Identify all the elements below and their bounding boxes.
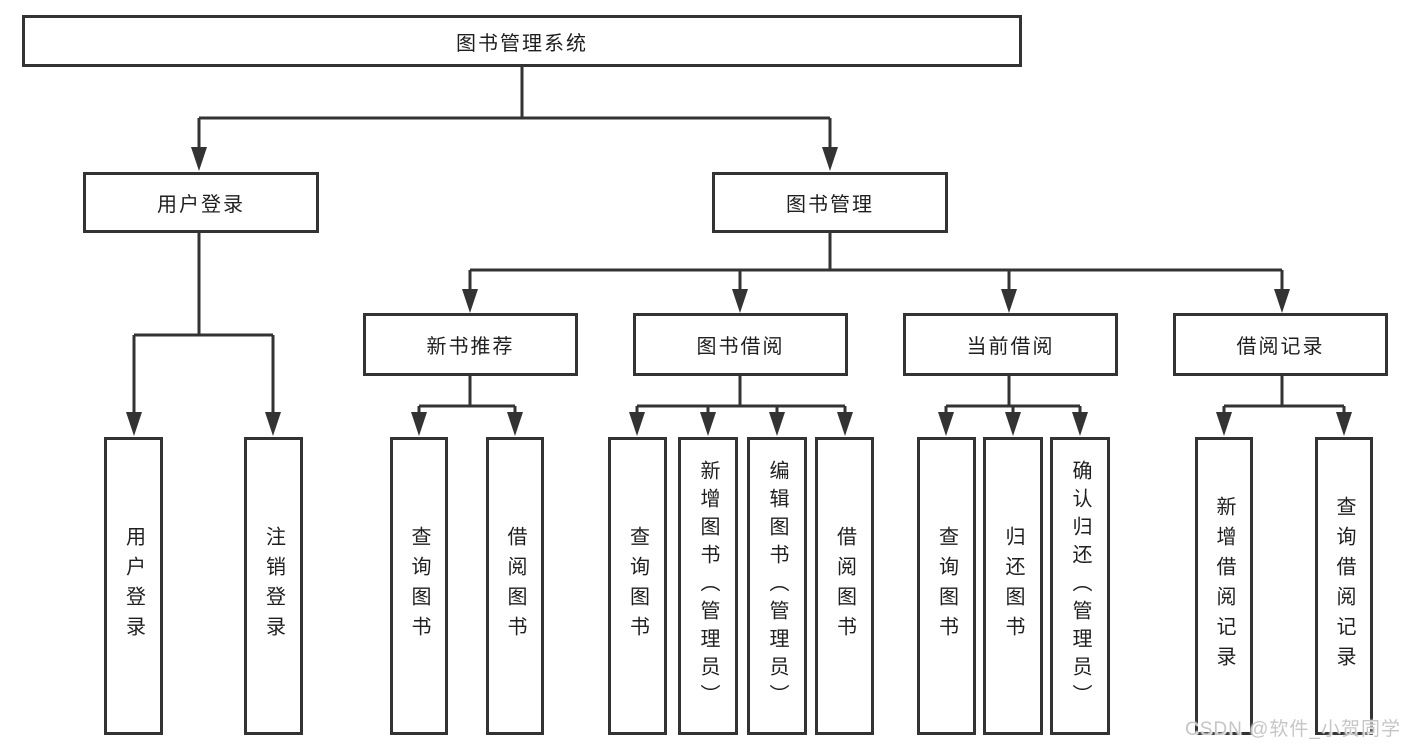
leaf-label: 新增借阅记录 [1213,496,1235,676]
arrowhead [1336,412,1352,436]
leaf-borrow-book: 借阅图书 [815,437,874,735]
leaf-label: 查询借阅记录 [1333,496,1355,676]
connector-book-borrow-group [635,376,847,416]
leaf-label: 查询图书 [935,526,958,646]
arrowhead [1274,289,1290,313]
leaf-query-book-borrow: 查询图书 [608,437,667,735]
leaf-label: 借阅图书 [504,526,526,646]
leaf-edit-book-admin: 编辑图书（管理员） [747,437,807,735]
node-book-borrow: 图书借阅 [633,313,848,376]
leaf-add-borrow-record: 新增借阅记录 [1195,437,1253,735]
leaf-label: 注销登录 [262,526,285,646]
watermark: CSDN @软件_小贺同学 [1185,719,1401,740]
leaf-label: 归还图书 [1002,526,1024,646]
leaf-label: 编辑图书（管理员） [766,460,788,712]
arrowhead [191,147,207,171]
arrowhead [822,147,838,171]
node-book-management: 图书管理 [712,172,948,233]
leaf-return-book: 归还图书 [983,437,1043,735]
arrowhead [1216,412,1232,436]
leaf-query-book-recommend: 查询图书 [390,437,448,735]
connector-new-book-group [417,376,517,416]
arrowhead [1072,412,1088,436]
node-user-login: 用户登录 [83,172,319,233]
leaf-label: 查询图书 [408,526,430,646]
arrowhead [837,412,853,436]
arrowhead [938,412,954,436]
leaf-add-book-admin: 新增图书（管理员） [678,437,738,735]
leaf-query-borrow-record: 查询借阅记录 [1315,437,1373,735]
leaf-label: 确认归还（管理员） [1069,460,1091,712]
leaf-logout-login: 注销登录 [244,437,303,735]
leaf-borrow-book-recommend: 借阅图书 [486,437,544,735]
arrowhead [265,412,281,436]
connector-current-borrow-group [944,376,1082,416]
node-current-borrow: 当前借阅 [903,313,1118,376]
arrowhead [411,412,427,436]
arrowhead [700,412,716,436]
arrowhead [1005,412,1021,436]
arrowhead [1001,289,1017,313]
connector-borrow-record-group [1222,376,1346,416]
node-system-root: 图书管理系统 [22,15,1022,67]
connector-root-to-level2 [197,64,832,151]
node-borrow-record: 借阅记录 [1173,313,1388,376]
arrowhead [732,289,748,313]
arrowhead [462,289,478,313]
node-new-book-recommend: 新书推荐 [363,313,578,376]
arrowhead [769,412,785,436]
arrowhead [507,412,523,436]
arrowhead [126,412,142,436]
connector-user-login-group [132,233,275,416]
leaf-label: 借阅图书 [833,526,856,646]
leaf-label: 新增图书（管理员） [697,460,719,712]
leaf-label: 用户登录 [122,526,145,646]
leaf-user-login: 用户登录 [104,437,163,735]
connector-book-management-group [468,233,1284,293]
arrowhead [629,412,645,436]
leaf-confirm-return-admin: 确认归还（管理员） [1050,437,1110,735]
leaf-query-book-current: 查询图书 [917,437,976,735]
leaf-label: 查询图书 [626,526,649,646]
